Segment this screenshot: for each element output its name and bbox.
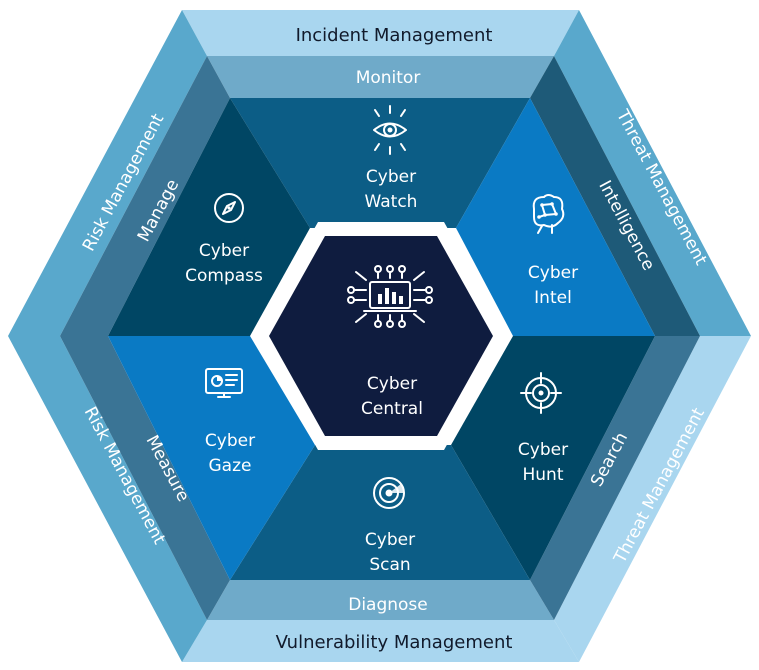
crosshair-icon xyxy=(520,372,562,414)
radar-icon xyxy=(373,477,405,509)
middle-band-bottom xyxy=(207,580,554,620)
watch-label-line1: Cyber xyxy=(366,167,416,187)
intel-label-line2: Intel xyxy=(534,288,572,308)
middle-band-top xyxy=(207,56,554,98)
central-label-line1: Cyber xyxy=(367,374,417,394)
middle-band-upper-left xyxy=(60,56,230,336)
scan-label-line1: Cyber xyxy=(365,530,415,550)
intel-label-line1: Cyber xyxy=(528,263,578,283)
middle-band-lower-right xyxy=(530,336,700,620)
segment-compass[interactable] xyxy=(108,98,310,336)
gaze-label-line2: Gaze xyxy=(209,456,252,476)
segment-intel[interactable] xyxy=(456,98,655,336)
middle-ring xyxy=(60,56,700,620)
hunt-label-line1: Cyber xyxy=(518,440,568,460)
central-label-line2: Central xyxy=(361,399,423,419)
outer-band-upper-right xyxy=(554,10,751,336)
middle-band-upper-right xyxy=(530,56,700,336)
hunt-label-line2: Hunt xyxy=(523,465,564,485)
inner-segments xyxy=(108,98,655,580)
outer-ring xyxy=(8,10,751,662)
gaze-label-line1: Cyber xyxy=(205,431,255,451)
outer-band-top xyxy=(182,10,579,56)
middle-label-bottom: Diagnose xyxy=(348,595,428,615)
eye-icon xyxy=(373,105,407,155)
dashboard-monitor-icon xyxy=(205,368,243,398)
outer-band-lower-right xyxy=(554,336,751,662)
watch-label-line2: Watch xyxy=(365,192,418,212)
middle-band-lower-left xyxy=(60,336,230,620)
segment-gaze[interactable] xyxy=(108,336,315,580)
compass-icon xyxy=(214,193,244,223)
outer-band-upper-left xyxy=(8,10,207,336)
brain-network-icon xyxy=(532,194,565,234)
compass-label-line2: Compass xyxy=(185,266,263,286)
outer-label-bottom: Vulnerability Management xyxy=(276,632,513,653)
compass-label-line1: Cyber xyxy=(199,241,249,261)
outer-band-bottom xyxy=(182,620,579,662)
segment-central[interactable] xyxy=(269,236,493,436)
segment-scan[interactable] xyxy=(230,445,530,580)
segment-hunt[interactable] xyxy=(451,336,655,580)
scan-label-line2: Scan xyxy=(369,555,410,575)
laptop-chart-network-icon xyxy=(347,265,433,328)
middle-label-top: Monitor xyxy=(356,68,421,88)
segment-watch[interactable] xyxy=(230,98,530,228)
outer-label-top: Incident Management xyxy=(296,25,493,46)
outer-band-lower-left xyxy=(8,336,207,662)
